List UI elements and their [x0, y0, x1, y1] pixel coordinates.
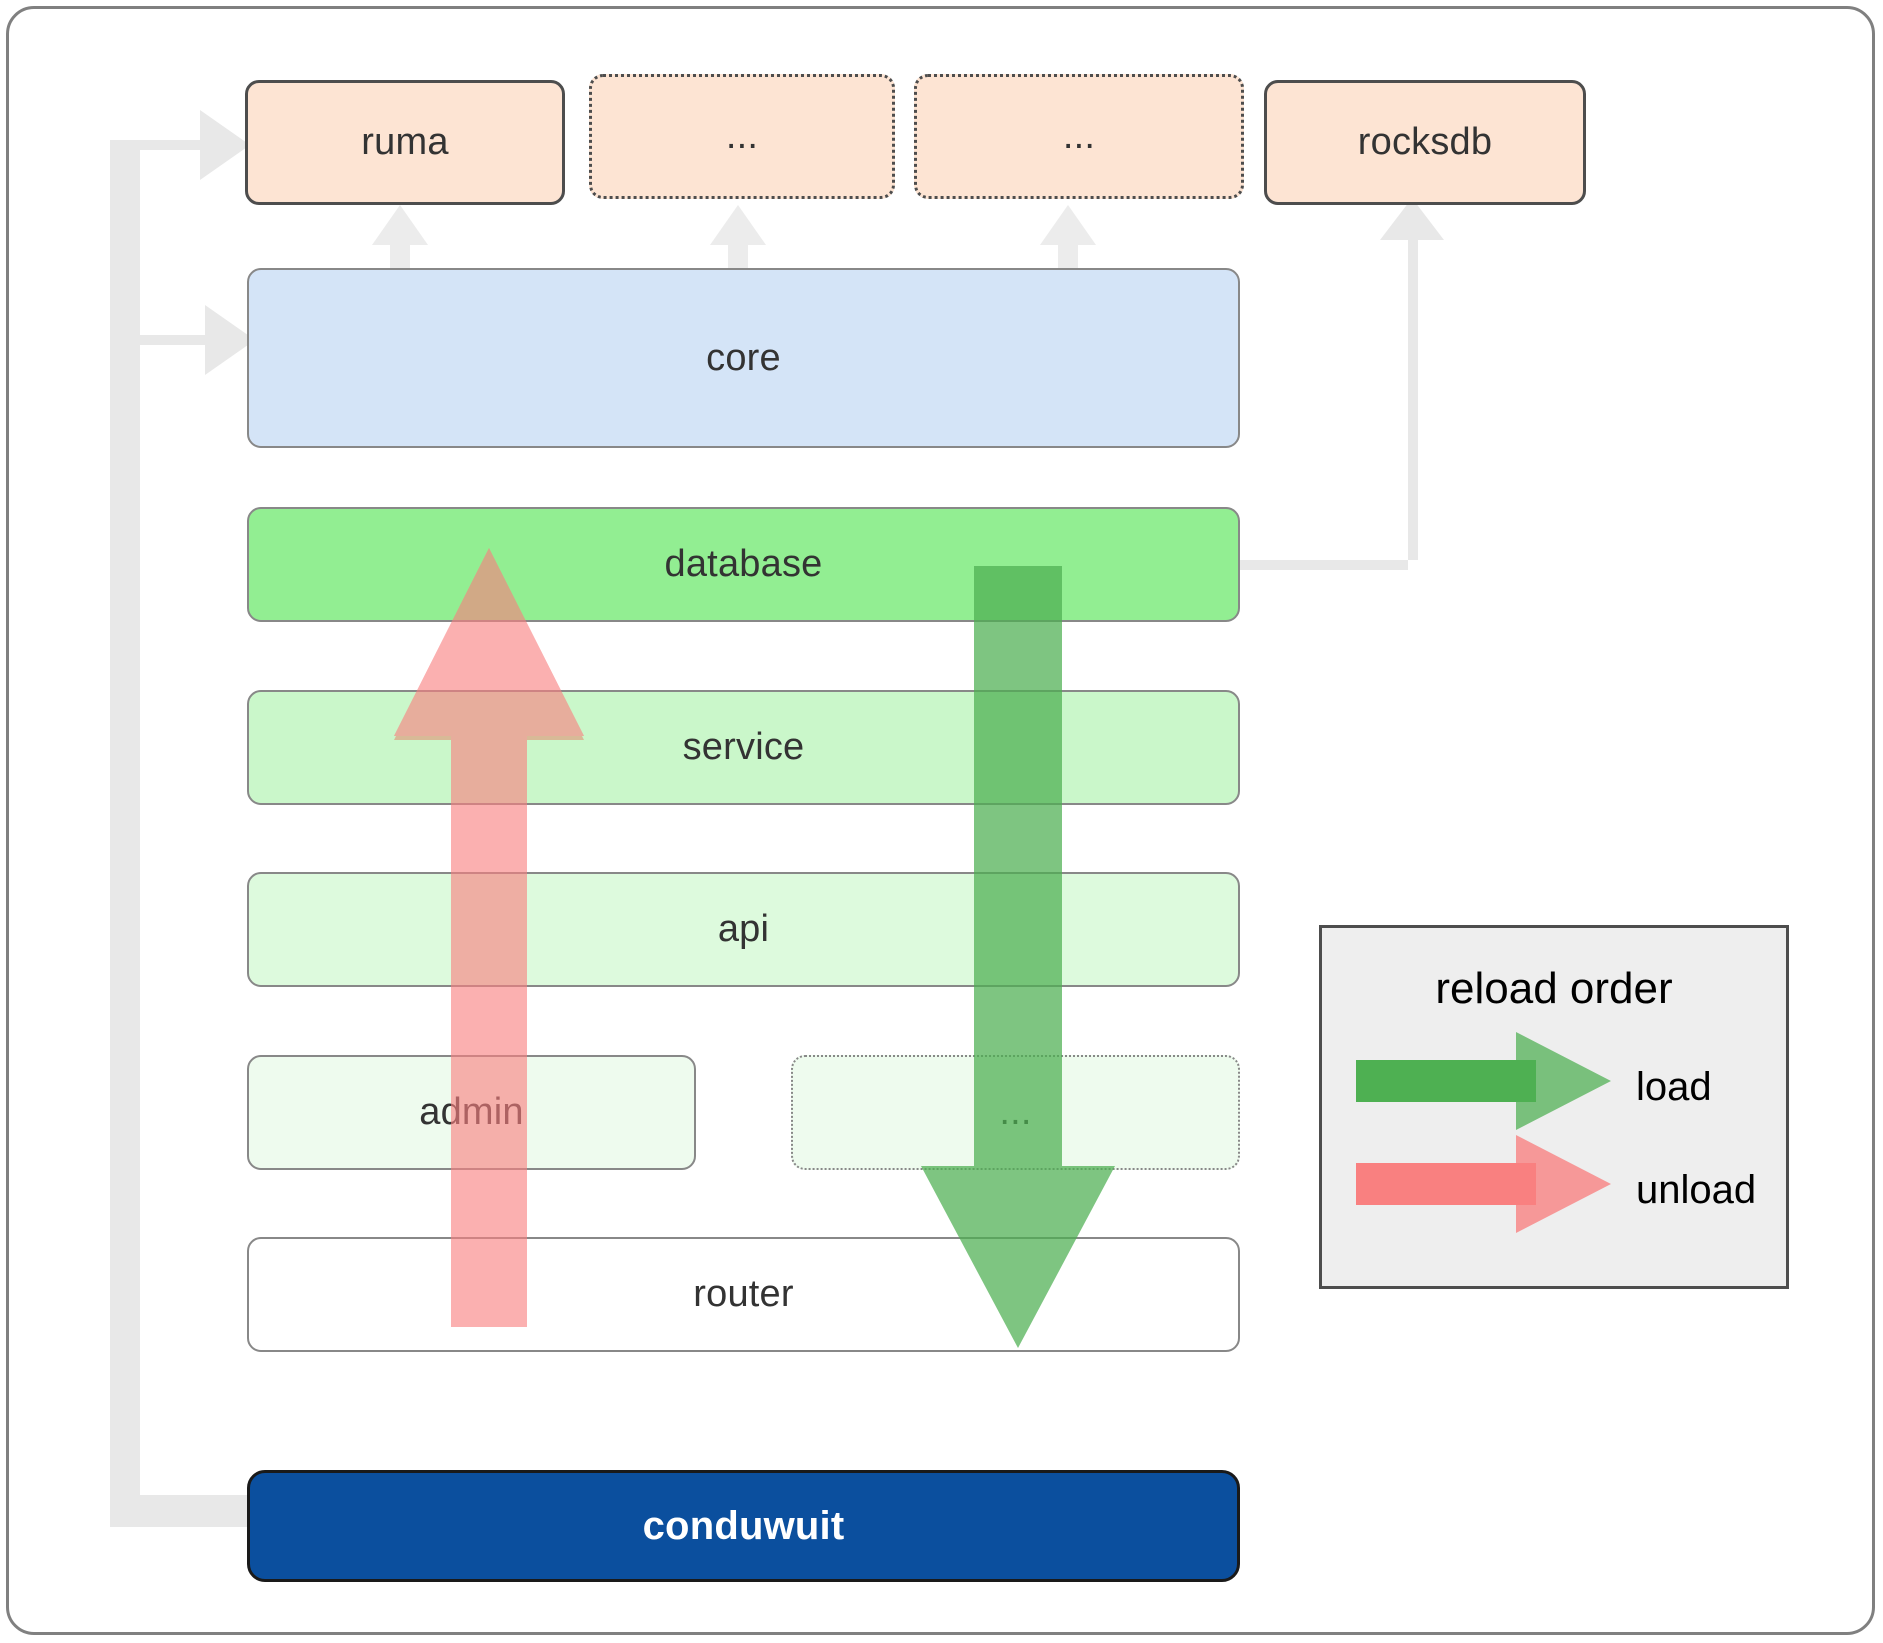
dependency-label-dots2: ...	[1062, 115, 1096, 157]
stack-label-api: api	[717, 908, 770, 950]
dependency-node-dots1[interactable]: ...	[589, 74, 895, 199]
stack-node-more[interactable]: ...	[791, 1055, 1240, 1170]
stack-label-service: service	[682, 726, 805, 768]
stack-node-database[interactable]: database	[247, 507, 1240, 622]
legend-arrow-unload-icon	[1356, 1135, 1611, 1233]
legend-arrow-load-icon	[1356, 1032, 1611, 1130]
dependency-label-rocksdb: rocksdb	[1357, 121, 1493, 163]
stack-node-admin[interactable]: admin	[247, 1055, 696, 1170]
legend-label-load: load	[1636, 1065, 1712, 1109]
stack-node-router[interactable]: router	[247, 1237, 1240, 1352]
legend-panel: reload order load unload	[1319, 925, 1789, 1289]
stack-label-router: router	[693, 1273, 794, 1315]
stack-node-service[interactable]: service	[247, 690, 1240, 805]
stack-node-core[interactable]: core	[247, 268, 1240, 448]
dependency-node-ruma[interactable]: ruma	[245, 80, 565, 205]
app-node-conduwuit[interactable]: conduwuit	[247, 1470, 1240, 1582]
legend-title: reload order	[1435, 964, 1673, 1013]
stack-node-api[interactable]: api	[247, 872, 1240, 987]
stack-label-database: database	[664, 543, 823, 585]
diagram-frame	[6, 6, 1875, 1635]
legend-label-unload: unload	[1636, 1168, 1757, 1212]
dependency-node-rocksdb[interactable]: rocksdb	[1264, 80, 1586, 205]
stack-label-core: core	[706, 336, 781, 379]
stack-label-admin: admin	[419, 1091, 524, 1133]
app-label-conduwuit: conduwuit	[642, 1503, 845, 1548]
dependency-node-dots2[interactable]: ...	[914, 74, 1244, 199]
stack-label-more: ...	[999, 1091, 1032, 1133]
dependency-label-dots1: ...	[725, 115, 759, 157]
dependency-label-ruma: ruma	[361, 121, 449, 163]
